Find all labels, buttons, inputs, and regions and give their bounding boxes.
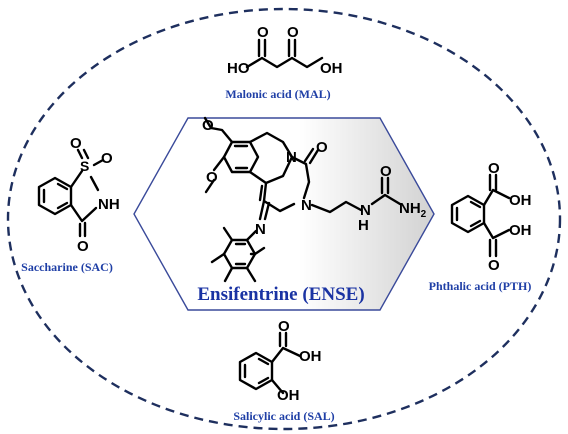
sal-o-label: O [278, 318, 290, 335]
malonic-acid-structure: HO OH O O [227, 24, 343, 77]
salicylic-acid-caption: Salicylic acid (SAL) [233, 409, 334, 423]
mal-o2-label: O [287, 24, 299, 41]
ense-o2-label: O [206, 169, 218, 186]
ense-nh-n-label: N [360, 202, 371, 219]
malonic-acid-caption: Malonic acid (MAL) [225, 87, 330, 101]
ensifentrine-caption: Ensifentrine (ENSE) [197, 284, 364, 305]
sac-o1-label: O [70, 135, 82, 152]
ense-nh2-main: NH [399, 200, 421, 217]
center-hexagon [133, 117, 435, 311]
ensifentrine-structure: O O N O N N H N O NH2 [202, 116, 427, 283]
salicylic-acid-structure: O OH OH [238, 318, 322, 404]
sac-o2-label: O [101, 150, 113, 167]
sac-o3-label: O [77, 238, 89, 255]
sac-s-label: S [80, 158, 89, 174]
saccharine-structure: S O O NH O [37, 135, 120, 255]
phthalic-acid-caption: Phthalic acid (PTH) [429, 279, 532, 293]
ense-n1-label: N [286, 149, 297, 166]
sac-nh-label: NH [98, 196, 120, 213]
ense-o3-label: O [316, 139, 328, 156]
sal-oh1-label: OH [299, 348, 322, 365]
ense-o1-label: O [202, 117, 214, 134]
ense-n2-label: N [301, 197, 312, 214]
saccharine-caption: Saccharine (SAC) [21, 260, 113, 274]
ense-n3-label: N [255, 221, 266, 238]
ense-nh2-label: NH2 [399, 200, 427, 220]
phthalic-acid-structure: O OH OH O [450, 160, 532, 274]
ense-nh-h-label: H [358, 217, 369, 234]
mal-oh-label: OH [320, 60, 343, 77]
pth-o2-label: O [488, 257, 500, 274]
mal-ho-label: HO [227, 60, 250, 77]
sal-oh2-label: OH [277, 387, 300, 404]
ense-o4-label: O [380, 163, 392, 180]
ense-nh2-subscript: 2 [421, 209, 427, 220]
mal-o1-label: O [257, 24, 269, 41]
pth-oh2-label: OH [509, 222, 532, 239]
pth-o1-label: O [488, 160, 500, 177]
dashed-ellipse-border [6, 7, 562, 431]
pth-oh1-label: OH [509, 192, 532, 209]
